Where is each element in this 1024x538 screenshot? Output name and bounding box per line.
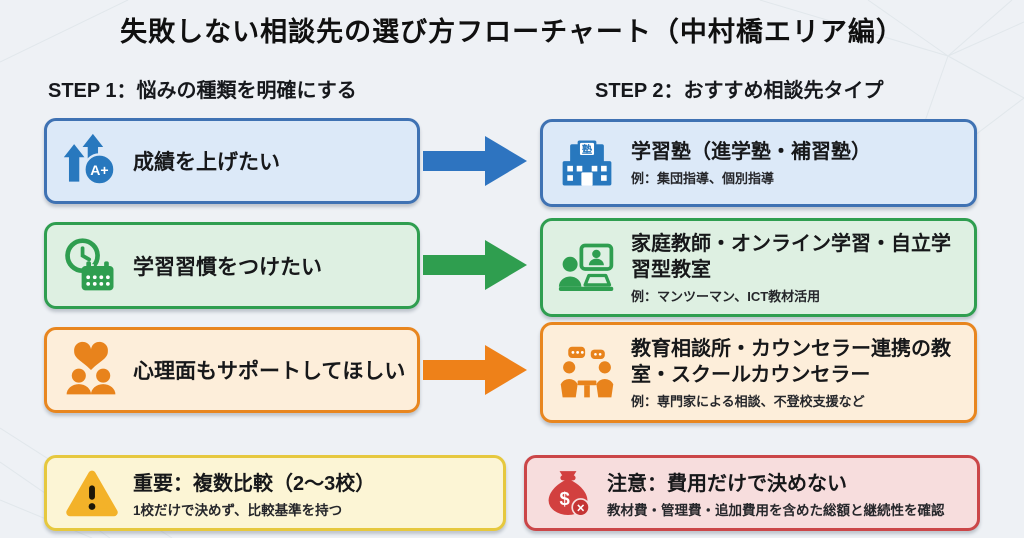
svg-text:塾: 塾 — [582, 143, 593, 156]
important-note-title: 重要：複数比較（2～3校） — [133, 473, 376, 495]
need-label: 学習習慣をつけたい — [133, 255, 322, 279]
important-note-box: 重要：複数比較（2～3校） 1校だけで決めず、比較基準を持つ — [44, 455, 506, 531]
recommend-example: 例：専門家による相談、不登校支援など — [631, 393, 865, 409]
grade-up-icon: A+ — [61, 131, 121, 191]
recommend-box-counseling: 教育相談所・カウンセラー連携の教室・スクールカウンセラー 例：専門家による相談、… — [540, 322, 977, 423]
page-title: 失敗しない相談先の選び方フローチャート（中村橋エリア編） — [120, 17, 904, 47]
counseling-icon — [557, 343, 617, 403]
flow-arrow-blue — [423, 136, 527, 186]
caution-note-desc: 教材費・管理費・追加費用を含めた総額と継続性を確認 — [607, 503, 945, 518]
caution-note-box: $ × 注意：費用だけで決めない 教材費・管理費・追加費用を含めた総額と継続性を… — [524, 455, 980, 531]
school-building-icon: 塾 — [557, 133, 617, 193]
need-label: 成績を上げたい — [133, 151, 280, 174]
heart-people-icon — [61, 340, 121, 400]
flow-arrow-green — [423, 240, 527, 290]
need-box-mental: 心理面もサポートしてほしい — [44, 327, 420, 413]
online-learning-icon — [557, 238, 617, 298]
svg-text:$: $ — [559, 488, 570, 509]
svg-text:×: × — [577, 500, 585, 515]
warning-icon — [65, 468, 119, 518]
svg-text:A+: A+ — [90, 162, 108, 178]
clock-calendar-icon — [61, 236, 121, 296]
need-box-grades: A+ 成績を上げたい — [44, 118, 420, 204]
recommend-title: 教育相談所・カウンセラー連携の教室・スクールカウンセラー — [631, 337, 951, 386]
important-note-desc: 1校だけで決めず、比較基準を持つ — [133, 503, 343, 518]
recommend-example: 例：マンツーマン、ICT教材活用 — [631, 288, 821, 304]
recommend-box-tutor-online: 家庭教師・オンライン学習・自立学習型教室 例：マンツーマン、ICT教材活用 — [540, 218, 977, 317]
money-bag-icon: $ × — [541, 466, 595, 520]
recommend-title: 家庭教師・オンライン学習・自立学習型教室 — [631, 232, 951, 281]
step1-header: STEP 1：悩みの種類を明確にする — [48, 80, 357, 102]
recommend-example: 例：集団指導、個別指導 — [631, 171, 775, 186]
recommend-box-juku: 塾 学習塾（進学塾・補習塾） 例：集団指導、個別指導 — [540, 119, 977, 207]
caution-note-title: 注意：費用だけで決めない — [607, 473, 847, 495]
step2-header: STEP 2：おすすめ相談先タイプ — [595, 80, 884, 102]
need-box-habit: 学習習慣をつけたい — [44, 222, 420, 309]
flow-arrow-orange — [423, 345, 527, 395]
recommend-title: 学習塾（進学塾・補習塾） — [631, 141, 871, 163]
need-label: 心理面もサポートしてほしい — [133, 360, 406, 383]
